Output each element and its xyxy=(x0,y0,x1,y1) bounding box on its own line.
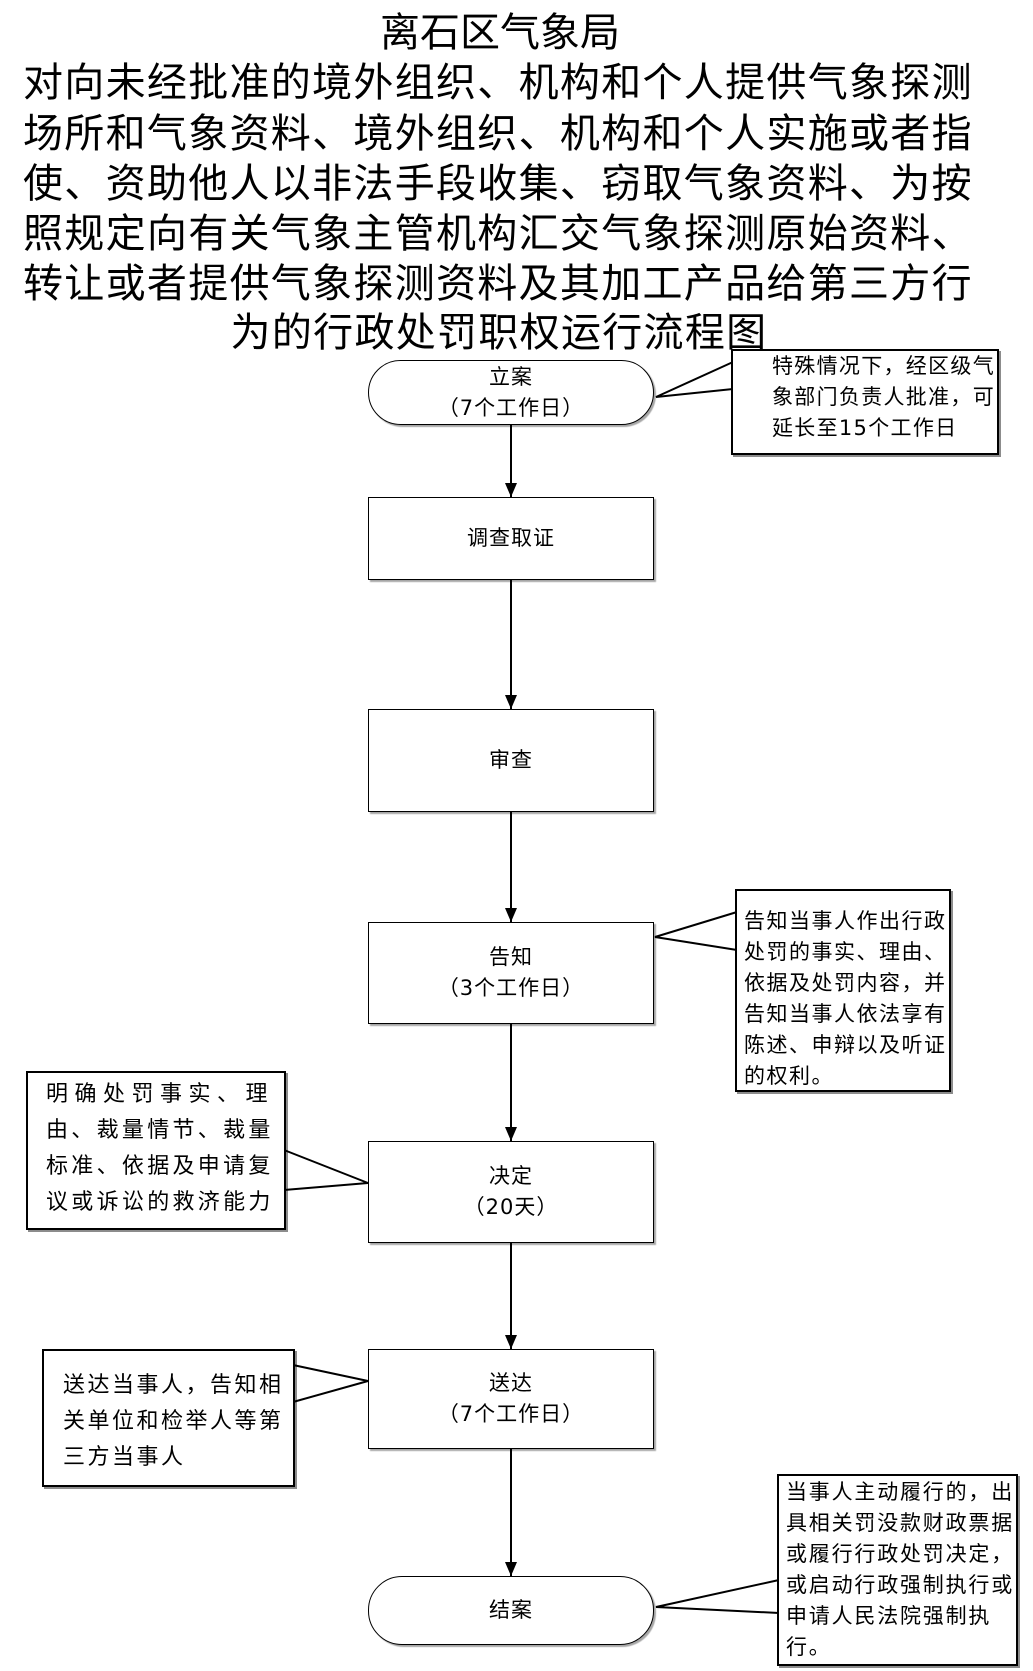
node-label: 决定 xyxy=(489,1164,533,1188)
title-line-2: 场所和气象资料、境外组织、机构和个人实施或者指 xyxy=(23,111,973,157)
note-line: 依据及处罚内容，并 xyxy=(744,971,947,995)
note-line: 或履行行政处罚决定， xyxy=(786,1542,1014,1566)
node-decision: 决定 （20天） xyxy=(368,1141,654,1243)
node-label: 审查 xyxy=(489,748,533,772)
node-closing: 结案 xyxy=(368,1576,654,1645)
node-label: 告知 xyxy=(489,945,533,969)
node-label: 立案 xyxy=(489,364,533,389)
note-pointer-delivery xyxy=(292,1364,369,1403)
note-line: 标准、依据及申请复 xyxy=(46,1154,274,1179)
note-line: 议或诉讼的救济能力 xyxy=(46,1190,274,1215)
note-notification: 告知当事人作出行政 处罚的事实、理由、 依据及处罚内容，并 告知当事人依法享有 … xyxy=(735,889,951,1092)
note-line: 象部门负责人批准，可 xyxy=(772,385,995,409)
note-line: 陈述、申辩以及听证 xyxy=(744,1033,947,1057)
note-line: 当事人主动履行的，出 xyxy=(786,1480,1014,1504)
node-duration: （3个工作日） xyxy=(437,976,585,1000)
note-closing: 当事人主动履行的，出 具相关罚没款财政票据 或履行行政处罚决定， 或启动行政强制… xyxy=(777,1474,1018,1666)
note-line: 或启动行政强制执行或 xyxy=(786,1573,1014,1597)
title-line-3: 使、资助他人以非法手段收集、窃取气象资料、为按 xyxy=(23,161,973,207)
note-line: 具相关罚没款财政票据 xyxy=(786,1511,1014,1535)
note-line: 明确处罚事实、理 xyxy=(46,1082,275,1107)
title-line-5: 转让或者提供气象探测资料及其加工产品给第三方行 xyxy=(23,261,973,307)
node-notification: 告知 （3个工作日） xyxy=(368,922,654,1024)
note-line: 关单位和检举人等第 xyxy=(63,1409,284,1434)
note-line: 的权利。 xyxy=(744,1064,834,1088)
note-pointer-decision xyxy=(283,1149,369,1191)
note-line: 送达当事人，告知相 xyxy=(63,1373,284,1398)
note-line: 处罚的事实、理由、 xyxy=(744,940,947,964)
node-duration: （20天） xyxy=(463,1195,559,1219)
node-review: 审查 xyxy=(368,709,654,812)
node-investigation: 调查取证 xyxy=(368,497,654,580)
note-delivery: 送达当事人，告知相 关单位和检举人等第 三方当事人 xyxy=(42,1349,295,1487)
note-pointer-notification xyxy=(654,911,738,951)
note-line: 延长至15个工作日 xyxy=(772,416,958,440)
node-duration: （7个工作日） xyxy=(437,395,585,420)
note-filing: 特殊情况下，经区级气 象部门负责人批准，可 延长至15个工作日 xyxy=(731,349,999,455)
title-line-1: 对向未经批准的境外组织、机构和个人提供气象探测 xyxy=(23,60,973,106)
organization-title: 离石区气象局 xyxy=(380,10,620,56)
title-line-6: 为的行政处罚职权运行流程图 xyxy=(230,310,768,356)
note-decision: 明确处罚事实、理 由、裁量情节、裁量 标准、依据及申请复 议或诉讼的救济能力 xyxy=(26,1071,286,1230)
note-line: 由、裁量情节、裁量 xyxy=(46,1118,274,1143)
note-line: 特殊情况下，经区级气 xyxy=(772,354,995,378)
note-line: 申请人民法院强制执 xyxy=(786,1604,992,1628)
node-label: 结案 xyxy=(489,1598,533,1622)
note-line: 告知当事人依法享有 xyxy=(744,1002,947,1026)
node-filing: 立案 （7个工作日） xyxy=(368,360,654,425)
note-pointer-closing xyxy=(655,1579,780,1614)
node-label: 调查取证 xyxy=(467,526,555,550)
note-line: 三方当事人 xyxy=(63,1445,186,1470)
title-line-4: 照规定向有关气象主管机构汇交气象探测原始资料、 xyxy=(23,211,973,257)
node-duration: （7个工作日） xyxy=(437,1402,585,1426)
note-pointer-filing xyxy=(655,361,734,398)
node-label: 送达 xyxy=(489,1371,533,1395)
node-delivery: 送达 （7个工作日） xyxy=(368,1349,654,1449)
note-line: 告知当事人作出行政 xyxy=(744,909,947,933)
note-line: 行。 xyxy=(786,1635,832,1659)
